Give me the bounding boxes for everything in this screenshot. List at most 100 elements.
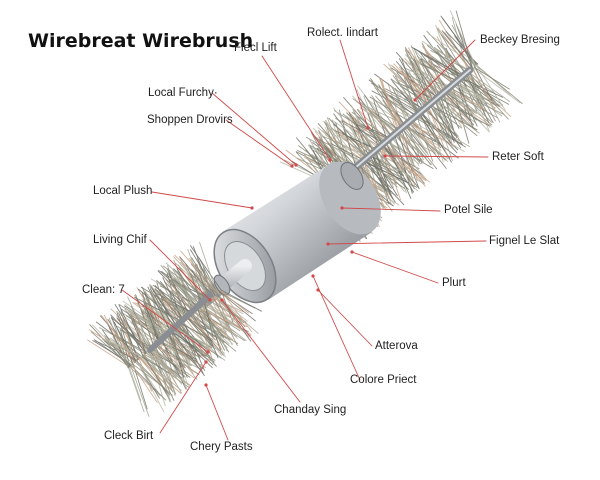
- upper-bristle-strand: [465, 73, 490, 133]
- upper-bristle-strand: [434, 100, 452, 146]
- leader-dot: [350, 250, 354, 254]
- upper-bristle-strand: [372, 81, 415, 120]
- upper-bristle-strand: [404, 77, 425, 111]
- lower-bristle-strand: [221, 289, 262, 312]
- upper-bristle-strand: [409, 121, 447, 169]
- upper-bristle-strand: [337, 134, 370, 157]
- lower-bristle-strand: [198, 257, 219, 295]
- lower-bristle-strand: [92, 324, 133, 366]
- upper-bristle-strand: [437, 51, 462, 80]
- upper-bristle-strand: [371, 153, 398, 197]
- lower-bristle-strand: [140, 357, 182, 395]
- lower-bristle-strand: [134, 296, 184, 323]
- lower-bristle-strand: [191, 314, 216, 341]
- upper-bristle-strand: [411, 46, 462, 79]
- upper-bristle-strand: [455, 10, 474, 69]
- label-local-furchy: Local Furchy·: [148, 87, 218, 99]
- lower-bristle-strand: [147, 286, 172, 333]
- lower-bristle-strand: [162, 277, 185, 323]
- lower-bristle-strand: [199, 241, 218, 295]
- lower-bristle-strand: [110, 341, 143, 357]
- leader-dot: [326, 242, 330, 246]
- upper-bristle-strand: [419, 58, 444, 94]
- lower-bristle-strand: [127, 296, 152, 349]
- label-fignel-le-slat: Fignel Le Slat: [489, 235, 560, 247]
- upper-bristle-strand: [461, 77, 504, 98]
- upper-bristle-strand: [359, 101, 398, 134]
- leader-line: [121, 289, 209, 353]
- upper-bristle-strand: [357, 165, 393, 212]
- upper-bristle-strand: [382, 144, 414, 193]
- lower-bristle-strand: [130, 365, 150, 417]
- leader-dot: [340, 206, 344, 210]
- upper-bristle-strand: [419, 112, 441, 159]
- lower-bristle-strand: [188, 316, 222, 349]
- upper-bristle-strand: [373, 100, 388, 142]
- lower-bristle-strand: [197, 309, 237, 338]
- lower-bristle-strand: [169, 293, 181, 326]
- label-reter-soft: Reter Soft: [492, 151, 544, 163]
- upper-bristle-strand: [374, 73, 425, 111]
- upper-bristle-strand: [448, 88, 490, 132]
- lower-bristle-strand: [201, 306, 247, 342]
- lower-bristle-strand: [190, 263, 218, 295]
- leader-line: [205, 384, 229, 441]
- upper-bristle-strand: [333, 113, 368, 159]
- upper-bristle-strand: [317, 123, 357, 168]
- upper-bristle-strand: [421, 46, 455, 85]
- lower-bristle-strand: [151, 347, 190, 376]
- upper-bristle-strand: [358, 102, 407, 126]
- upper-bristle-strand: [392, 75, 422, 114]
- upper-bristle-strand: [397, 82, 436, 101]
- lower-bristle-strand: [210, 298, 228, 329]
- label-potel-sile: Potel Sile: [444, 204, 493, 216]
- upper-bristle-strand: [379, 77, 402, 131]
- upper-bristle-strand: [384, 142, 426, 187]
- upper-bristle-strand: [367, 113, 380, 150]
- lower-bristle-strand: [173, 284, 191, 317]
- upper-bristle-strand: [363, 161, 410, 184]
- upper-bristle-strand: [389, 138, 407, 194]
- lower-bristle-strand: [154, 345, 177, 395]
- upper-bristle-strand: [429, 104, 478, 131]
- upper-bristle-strand: [412, 62, 441, 97]
- lower-bristle-strand: [146, 351, 191, 387]
- upper-bristle-strand: [443, 92, 455, 134]
- leader-dot: [311, 274, 315, 278]
- upper-bristle-strand: [391, 86, 412, 122]
- lower-bristle-strand: [149, 288, 176, 330]
- label-atterova: Atterova: [375, 340, 418, 352]
- lower-bristle-strand: [195, 311, 213, 361]
- upper-bristle-strand: [476, 64, 512, 97]
- lower-bristle-strand: [187, 317, 213, 347]
- label-cleck-birt: Cleck Birt: [104, 430, 154, 442]
- lower-bristle-strand: [170, 271, 201, 309]
- upper-bristle-strand: [425, 107, 444, 163]
- label-living-chif: Living Chif: [93, 234, 147, 246]
- upper-bristle-strand: [421, 43, 445, 94]
- upper-bristle-strand: [361, 162, 402, 182]
- lower-bristle-strand: [128, 367, 145, 413]
- lower-bristle-strand: [132, 363, 148, 410]
- leader-line: [211, 92, 297, 166]
- upper-bristle-strand: [401, 128, 415, 165]
- lower-bristle-strand: [205, 302, 248, 328]
- leader-line: [159, 361, 207, 434]
- lower-bristle-strand: [167, 265, 187, 321]
- upper-bristle-strand: [410, 121, 459, 159]
- lower-bristle-strand: [187, 249, 208, 303]
- leader-line: [221, 299, 301, 403]
- lower-bristle-strand: [136, 360, 165, 413]
- lower-bristle-strand: [114, 304, 146, 354]
- lower-bristle-strand: [109, 328, 137, 363]
- lower-bristle-strand: [142, 354, 168, 394]
- upper-bristle-strand: [363, 95, 384, 146]
- label-local-plush: Local Plush: [93, 185, 153, 197]
- label-clean-7: Clean: 7: [82, 284, 125, 296]
- lower-bristle-strand: [135, 360, 159, 393]
- lower-bristle-strand: [118, 312, 140, 360]
- lower-bristle-strand: [131, 364, 158, 403]
- leader-dot: [204, 360, 208, 364]
- upper-bristle-strand: [398, 131, 433, 166]
- leader-dot: [204, 383, 208, 387]
